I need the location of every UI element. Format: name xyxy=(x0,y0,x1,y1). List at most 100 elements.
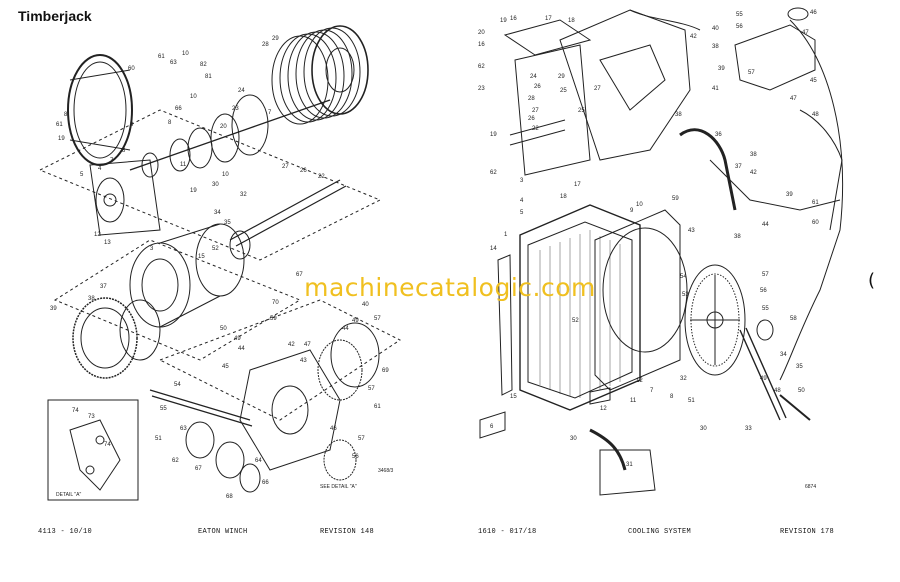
svg-text:19: 19 xyxy=(490,132,497,138)
svg-text:70: 70 xyxy=(272,300,279,306)
radiator-core xyxy=(519,204,641,411)
svg-text:32: 32 xyxy=(680,376,687,382)
svg-text:32: 32 xyxy=(240,192,247,198)
fan-shroud xyxy=(594,209,688,391)
svg-text:48: 48 xyxy=(812,112,819,118)
svg-text:27: 27 xyxy=(282,164,289,170)
svg-text:9: 9 xyxy=(630,208,634,214)
svg-text:10: 10 xyxy=(190,94,197,100)
left-footer-revision: REVISION 148 xyxy=(320,528,375,536)
svg-text:67: 67 xyxy=(296,272,303,278)
svg-text:11: 11 xyxy=(630,398,637,404)
svg-text:15: 15 xyxy=(510,394,517,400)
svg-text:43: 43 xyxy=(300,358,307,364)
svg-text:8: 8 xyxy=(64,112,68,118)
svg-text:6: 6 xyxy=(490,424,494,430)
clutch-disc-stack xyxy=(271,25,369,125)
svg-text:42: 42 xyxy=(750,170,757,176)
svg-text:38: 38 xyxy=(712,44,719,50)
svg-text:44: 44 xyxy=(762,222,769,228)
svg-text:3: 3 xyxy=(520,178,524,184)
svg-text:7: 7 xyxy=(268,110,272,116)
binding-mark-icon: ( xyxy=(868,270,876,291)
svg-text:69: 69 xyxy=(382,368,389,374)
svg-text:7: 7 xyxy=(110,158,114,164)
svg-text:82: 82 xyxy=(200,62,207,68)
svg-text:7: 7 xyxy=(650,388,654,394)
upper-hoses xyxy=(679,19,844,381)
svg-text:55: 55 xyxy=(736,12,743,18)
svg-text:10: 10 xyxy=(222,172,229,178)
svg-text:49: 49 xyxy=(234,336,241,342)
svg-text:30: 30 xyxy=(570,436,577,442)
svg-text:27: 27 xyxy=(594,86,601,92)
svg-text:47: 47 xyxy=(790,96,797,102)
svg-text:67: 67 xyxy=(195,466,202,472)
svg-text:24: 24 xyxy=(238,88,245,94)
svg-text:40: 40 xyxy=(362,302,369,308)
expansion-tank xyxy=(734,7,816,91)
svg-text:53: 53 xyxy=(682,292,689,298)
svg-text:34: 34 xyxy=(214,210,221,216)
svg-text:27: 27 xyxy=(532,108,539,114)
svg-text:26: 26 xyxy=(534,84,541,90)
svg-text:56: 56 xyxy=(352,454,359,460)
svg-text:40: 40 xyxy=(712,26,719,32)
svg-text:50: 50 xyxy=(798,388,805,394)
svg-text:64: 64 xyxy=(255,458,262,464)
svg-text:26: 26 xyxy=(528,116,535,122)
svg-text:24: 24 xyxy=(530,74,537,80)
svg-text:34: 34 xyxy=(780,352,787,358)
svg-text:61: 61 xyxy=(374,404,381,410)
right-footer-revision: REVISION 178 xyxy=(780,528,835,536)
svg-text:17: 17 xyxy=(574,182,581,188)
svg-text:52: 52 xyxy=(212,246,219,252)
svg-text:22: 22 xyxy=(318,174,325,180)
svg-text:51: 51 xyxy=(155,436,162,442)
svg-text:28: 28 xyxy=(262,42,269,48)
svg-text:61: 61 xyxy=(56,122,63,128)
gearbox-housing xyxy=(239,322,380,481)
svg-text:8: 8 xyxy=(130,122,134,128)
svg-text:29: 29 xyxy=(558,74,565,80)
left-footer-code: 4113 - 10/10 xyxy=(38,528,93,536)
engine-block xyxy=(559,9,701,161)
svg-text:42: 42 xyxy=(288,342,295,348)
svg-text:54: 54 xyxy=(680,274,687,280)
housing-bracket xyxy=(89,159,161,236)
svg-text:49: 49 xyxy=(760,376,767,382)
shaft-assembly xyxy=(129,94,331,178)
svg-text:20: 20 xyxy=(478,30,485,36)
svg-text:63: 63 xyxy=(180,426,187,432)
svg-text:10: 10 xyxy=(182,51,189,57)
svg-text:39: 39 xyxy=(50,306,57,312)
svg-text:23: 23 xyxy=(478,86,485,92)
svg-text:56: 56 xyxy=(736,24,743,30)
see-detail-label: SEE DETAIL "A" xyxy=(320,484,357,490)
svg-text:68: 68 xyxy=(226,494,233,500)
svg-text:47: 47 xyxy=(304,342,311,348)
svg-text:61: 61 xyxy=(158,54,165,60)
svg-text:60: 60 xyxy=(812,220,819,226)
svg-text:38: 38 xyxy=(750,152,757,158)
svg-text:62: 62 xyxy=(172,458,179,464)
svg-text:44: 44 xyxy=(342,326,349,332)
svg-text:55: 55 xyxy=(762,306,769,312)
svg-text:8: 8 xyxy=(670,394,674,400)
svg-text:18: 18 xyxy=(568,18,575,24)
svg-text:56: 56 xyxy=(760,288,767,294)
svg-text:51: 51 xyxy=(688,398,695,404)
svg-text:55: 55 xyxy=(160,406,167,412)
svg-text:16: 16 xyxy=(478,42,485,48)
svg-text:25: 25 xyxy=(578,108,585,114)
svg-text:49: 49 xyxy=(352,318,359,324)
svg-text:38: 38 xyxy=(734,234,741,240)
svg-text:57: 57 xyxy=(358,436,365,442)
svg-text:59: 59 xyxy=(270,316,277,322)
svg-text:38: 38 xyxy=(88,296,95,302)
svg-text:46: 46 xyxy=(330,426,337,432)
svg-text:60: 60 xyxy=(128,66,135,72)
